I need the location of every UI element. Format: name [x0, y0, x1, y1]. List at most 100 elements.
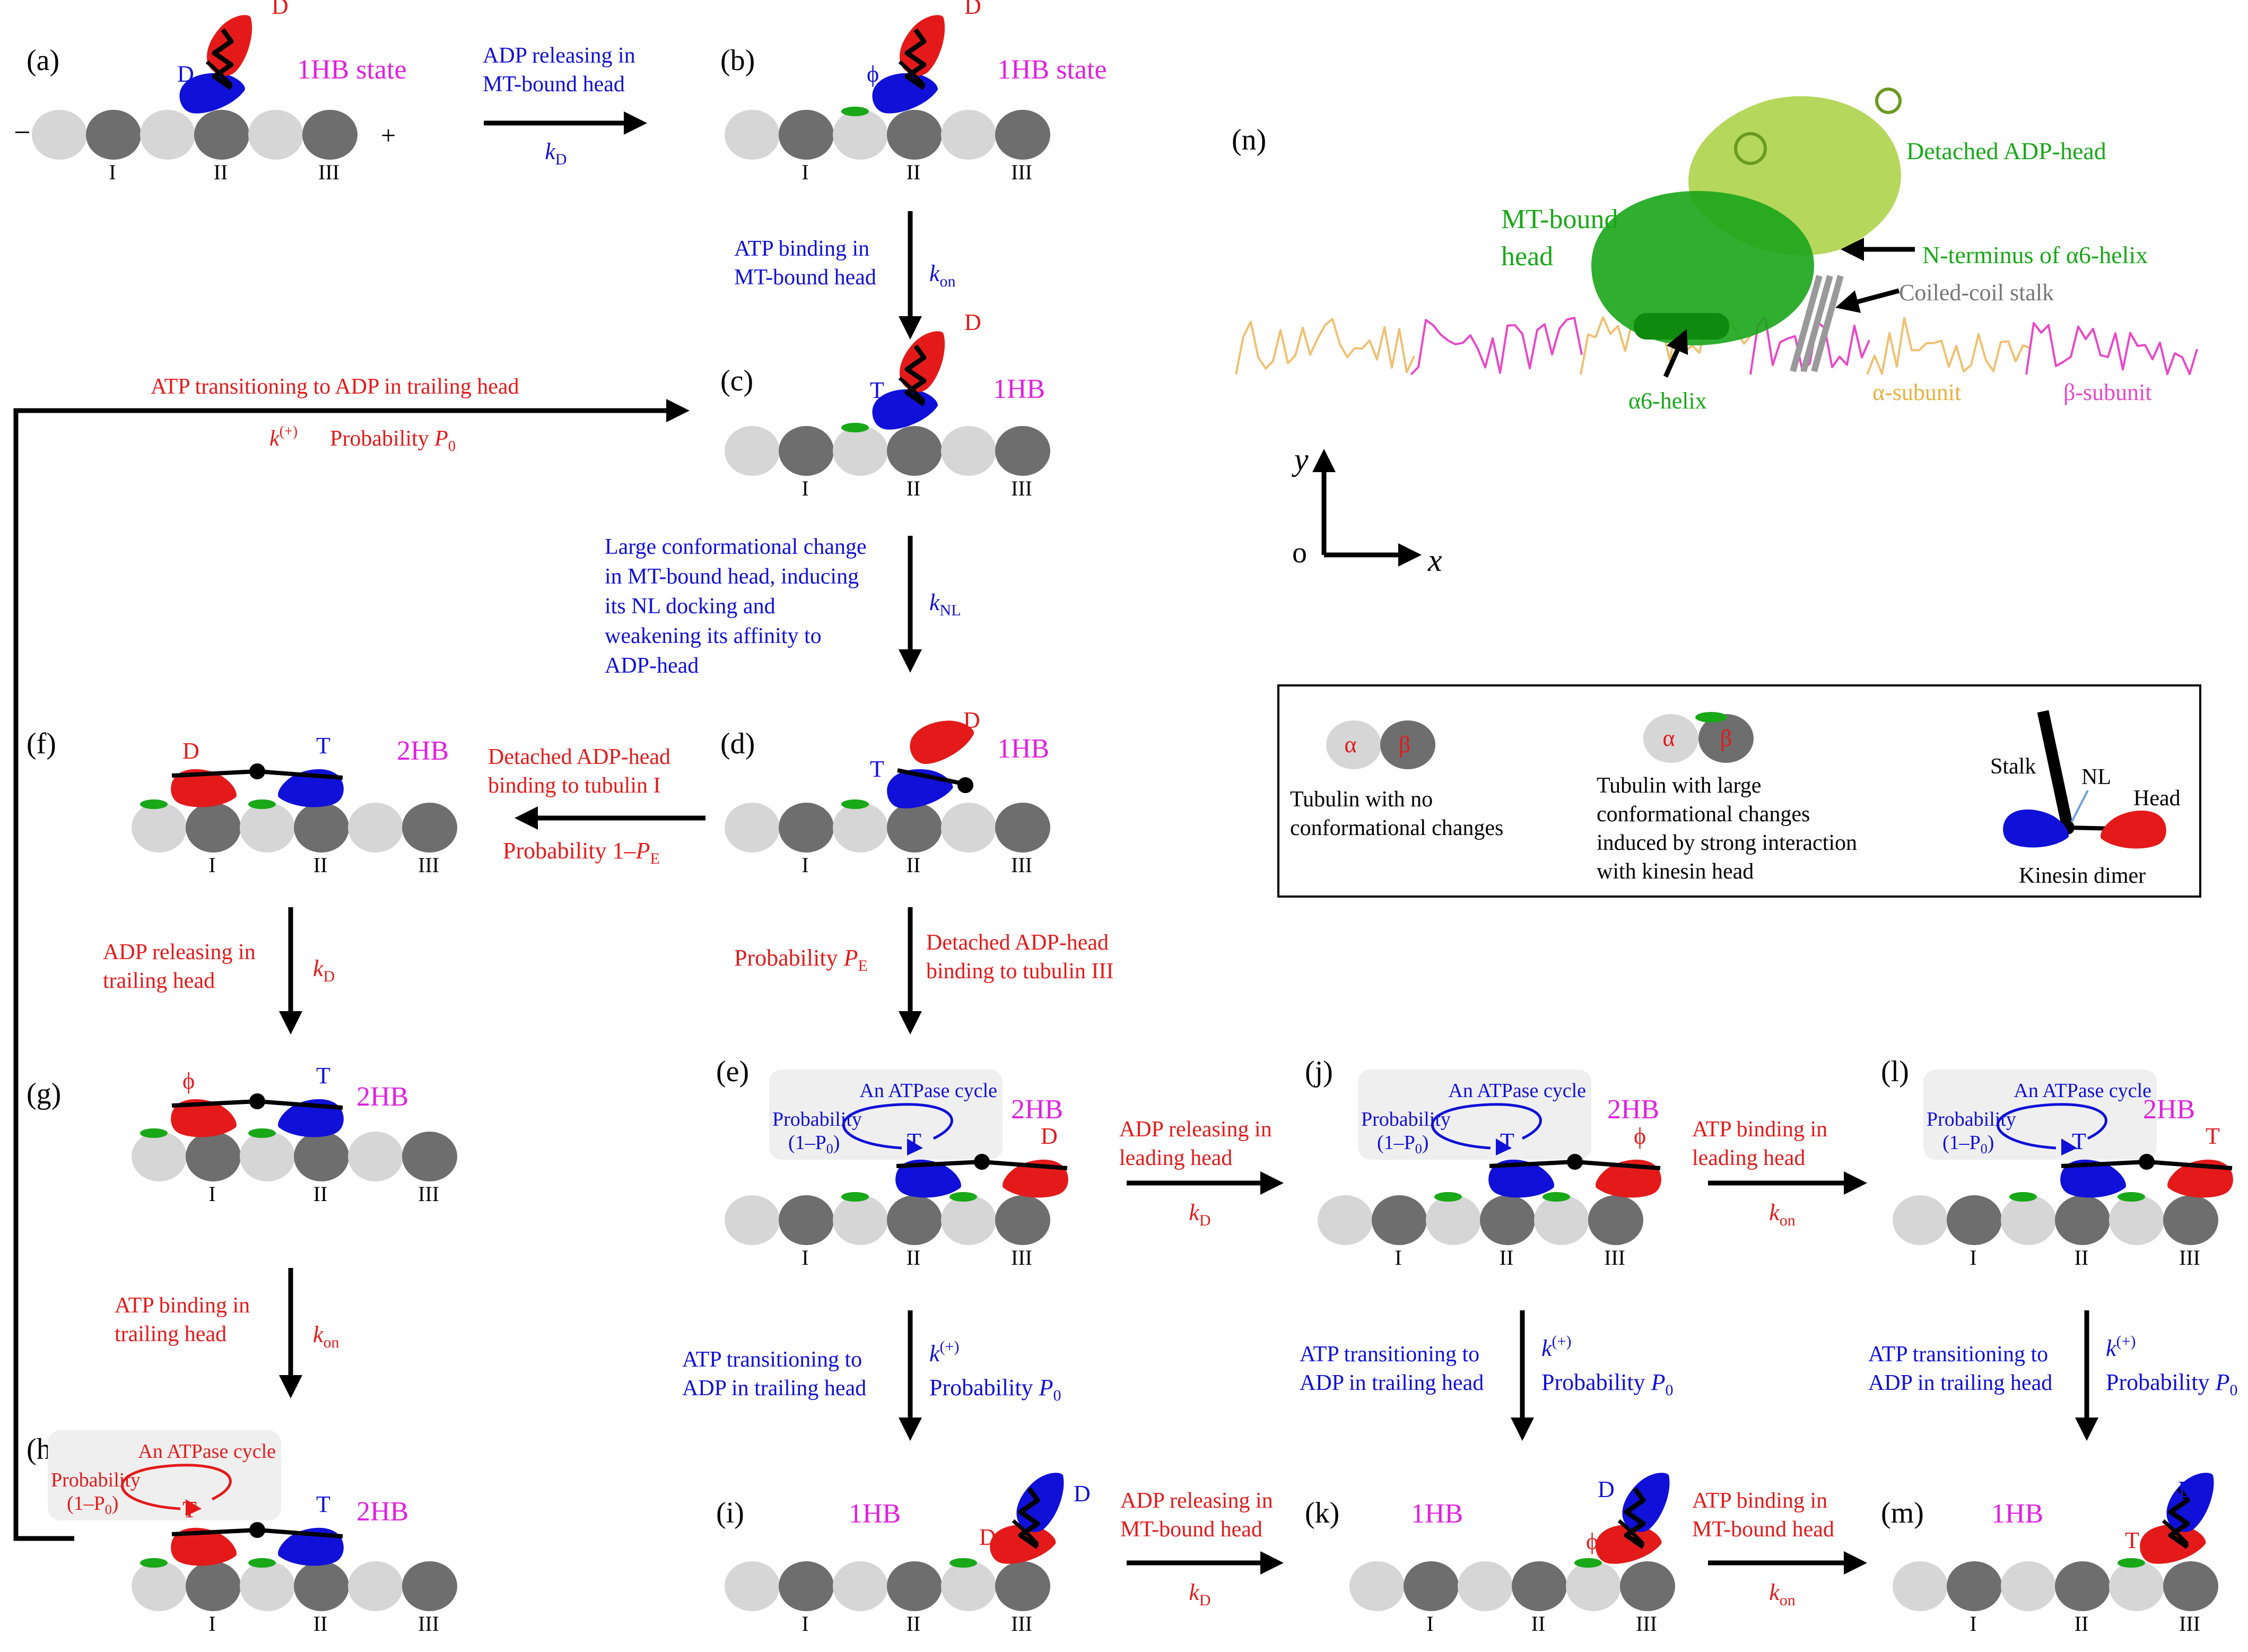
pointer-alpha6-helix [1663, 329, 1688, 378]
neck-junction [974, 1154, 990, 1170]
pointer-coiled-coil [1835, 288, 1900, 313]
probability-label: Probability P0 [330, 427, 456, 455]
arrow-head [1841, 238, 1864, 261]
transition-text: ADP-head [605, 654, 699, 678]
text-span: 0 [2229, 1381, 2237, 1399]
neck-zigzag [904, 344, 927, 406]
transition-text: MT-bound head [1692, 1517, 1834, 1542]
nucleotide-state-trailing: ϕ [182, 1068, 195, 1094]
alpha6-helix [1634, 313, 1729, 340]
alpha-tubulin [941, 1561, 996, 1611]
transition-text: ATP binding in [1692, 1117, 1827, 1142]
transition-text: ADP releasing in [1119, 1117, 1272, 1142]
arrow-head [1667, 329, 1688, 355]
transition-text: binding to tubulin I [488, 773, 661, 798]
alpha-tubulin [1458, 1561, 1513, 1611]
legend-head-label: Head [2133, 786, 2181, 811]
text-span: E [650, 850, 659, 867]
transition-text: ATP transitioning to [682, 1347, 862, 1372]
beta-tubulin [1588, 1195, 1643, 1245]
neck-linker [896, 1160, 982, 1168]
neck-linker [1574, 1160, 1661, 1170]
tubulin-label: II [907, 1246, 921, 1270]
beta-tubulin [1404, 1561, 1459, 1611]
arrow-head [1835, 290, 1861, 313]
label-alpha-subunit: α-subunit [1872, 379, 1961, 405]
legend-beta-symbol: β [1720, 725, 1732, 751]
state-label-k: 1HB [1411, 1499, 1463, 1529]
alpha-tubulin [2001, 1561, 2056, 1611]
transition-text: ATP binding in [1692, 1489, 1827, 1513]
alpha-tubulin [348, 803, 403, 853]
text-span: k [269, 427, 280, 451]
neck-linker [898, 376, 926, 403]
arrow-head [1511, 1418, 1534, 1441]
atpase-cycle-label: An ATPase cycle [2014, 1080, 2151, 1102]
alpha-tubulin [1893, 1195, 1948, 1245]
atpase-probability-value: (1–P0) [1377, 1132, 1428, 1157]
neck-linker [257, 1528, 343, 1538]
panel-label-c: (c) [720, 364, 753, 397]
arrow-head [899, 316, 922, 340]
alpha-tubulin [725, 1195, 780, 1245]
nucleotide-state-leading: T [2206, 1123, 2220, 1149]
text-span: k [1769, 1199, 1780, 1225]
text-span: D [1199, 1212, 1211, 1229]
conformational-change-mark [248, 1128, 276, 1138]
rate-constant: kNL [929, 589, 961, 619]
panel-label-k: (k) [1305, 1497, 1339, 1529]
beta-tubulin [294, 803, 349, 853]
beta-tubulin [402, 803, 457, 853]
conformational-change-mark [140, 799, 168, 809]
tubulin-label: I [1426, 1612, 1433, 1636]
text-span: 0 [1053, 1387, 1061, 1404]
panel-label-i: (i) [716, 1497, 744, 1529]
conformational-change-mark [2009, 1192, 2037, 1202]
text-span: Probability [1541, 1369, 1651, 1395]
text-span: 0 [1415, 1141, 1422, 1157]
alpha-tubulin [833, 110, 888, 160]
text-span: P [843, 945, 858, 971]
alpha-tubulin [132, 1561, 187, 1611]
text-span: E [858, 957, 867, 975]
conformational-change-mark [248, 1558, 276, 1568]
text-span: k [1541, 1335, 1553, 1361]
conformational-change-mark [841, 1192, 869, 1202]
atpase-probability-label: Probability [1927, 1108, 2016, 1131]
neck-junction [249, 1093, 265, 1109]
nucleotide-state-trailing: T [182, 1497, 197, 1523]
beta-tubulin [887, 803, 942, 853]
tubulin-label: I [1395, 1246, 1401, 1270]
alpha-tubulin [348, 1561, 403, 1611]
neck-linker [2162, 1519, 2189, 1545]
helix-coil [1875, 88, 1902, 114]
beta-subunit-trace [1749, 316, 1870, 375]
probability-label: Probability P0 [2106, 1369, 2237, 1399]
rate-constant: kD [313, 955, 335, 985]
neck-linker [1489, 1160, 1575, 1168]
neck-zigzag [1018, 1487, 1040, 1549]
y-axis-arrow [1312, 449, 1336, 555]
y-axis-label: y [1291, 442, 1309, 477]
beta-tubulin [779, 1561, 834, 1611]
plus-end-label: + [381, 120, 396, 150]
nucleotide-state-leading: T [316, 1491, 330, 1517]
kinesin-head-shape [884, 764, 955, 812]
text-span: (1–P [1942, 1132, 1981, 1154]
legend-alpha-tubulin [1643, 714, 1698, 763]
beta-subunit-trace [1410, 317, 1583, 376]
tubulin-label: I [1970, 1612, 1976, 1636]
nucleotide-state-tethered: D [272, 0, 289, 19]
tubulin-label: I [208, 853, 215, 877]
tubulin-label: I [1970, 1246, 1976, 1270]
beta-tubulin [995, 1195, 1050, 1245]
tubulin-label: II [313, 1612, 328, 1636]
alpha-tubulin [240, 1132, 295, 1181]
nucleotide-state-bound: T [870, 377, 884, 403]
nucleotide-state-tethered: D [2178, 1476, 2195, 1502]
beta-tubulin [995, 803, 1050, 853]
